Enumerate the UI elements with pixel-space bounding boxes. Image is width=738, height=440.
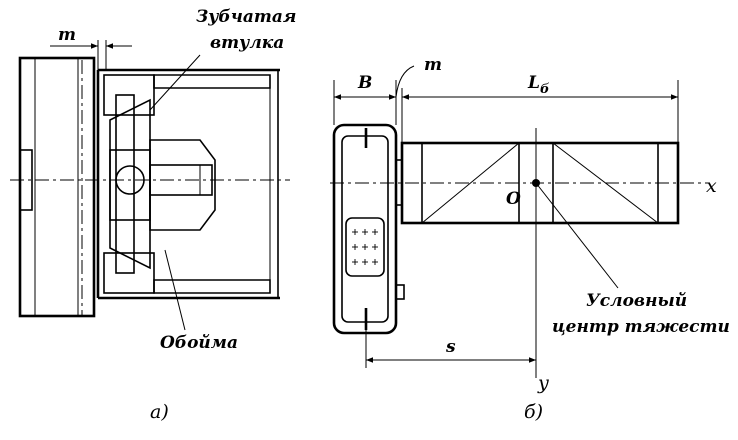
coupling-cage [96,68,280,300]
side-body [332,123,405,335]
label-gear-sleeve-1: Зубчатая [196,7,296,27]
label-cg-1: Условный [586,291,687,311]
axis-y-label: y [537,372,549,394]
drum [395,141,680,225]
point-o-label: O [506,189,521,209]
figure-b: O x y B m Lб s [330,55,730,423]
leader-gear-sleeve: Зубчатая втулка [149,7,296,111]
figure-a: m Зубчатая втулка Обойма а) [10,7,296,423]
leader-center-of-gravity: Условный центр тяжести [535,182,730,337]
label-cage: Обойма [160,333,238,353]
flange [18,56,96,318]
label-gear-sleeve-2: втулка [210,33,284,53]
dim-l-label: Lб [527,73,550,97]
label-cg-2: центр тяжести [552,317,730,337]
dim-m-b-label: m [424,55,442,75]
dimension-b: B [334,73,396,100]
leader-cage: Обойма [160,249,238,353]
dimension-m-b: m [395,55,442,98]
caption-b: б) [524,401,543,423]
dim-m-label: m [58,25,76,45]
dim-b-label: B [357,73,372,93]
dim-s-label: s [445,337,456,357]
gear-sleeve [109,94,216,274]
dimension-s: s [366,337,536,363]
axis-x-label: x [706,175,717,197]
dimension-l: Lб [402,73,678,100]
caption-a: а) [150,401,169,423]
dimension-m-a: m [50,25,132,49]
